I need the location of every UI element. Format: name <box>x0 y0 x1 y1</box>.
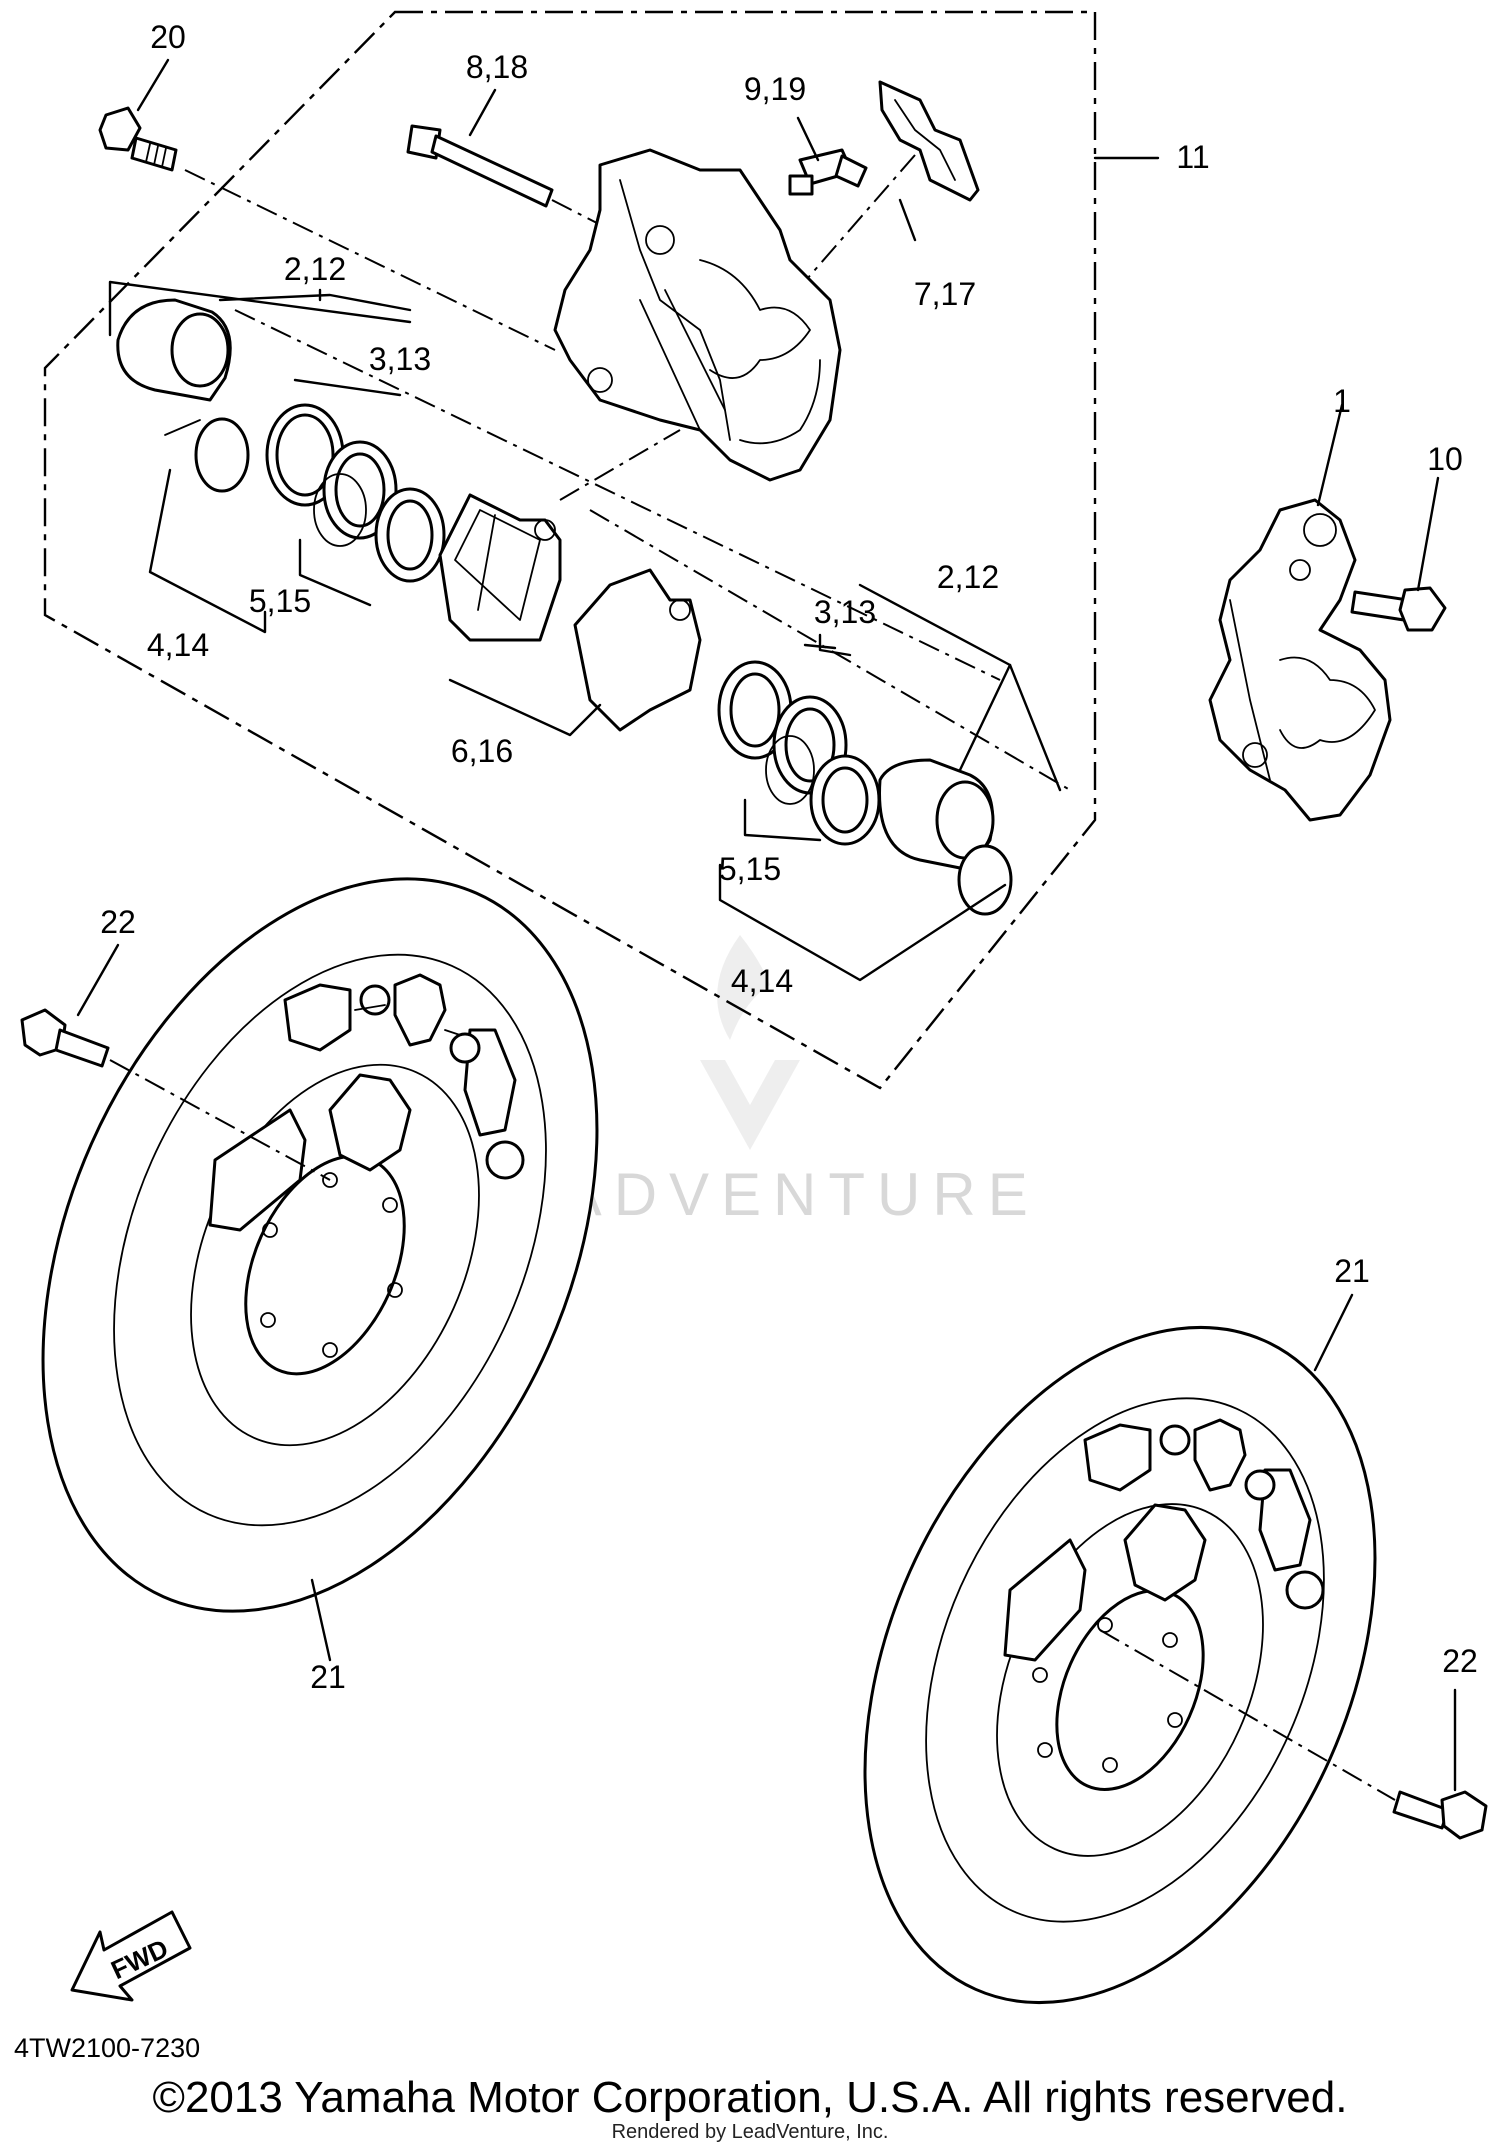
fwd-arrow-icon: FWD <box>70 1910 192 2002</box>
bolt-22-left <box>20 1008 331 1181</box>
label-22-left: 22 <box>100 904 136 940</box>
bolt-10 <box>1350 586 1447 632</box>
label-3-13-right: 3,13 <box>814 594 876 630</box>
label-1: 1 <box>1333 383 1351 419</box>
leadventure-logo-icon <box>700 935 800 1150</box>
label-3-13-left: 3,13 <box>369 341 431 377</box>
label-6-16: 6,16 <box>451 733 513 769</box>
rendered-by-text: Rendered by LeadVenture, Inc. <box>612 2121 889 2143</box>
piston-left-2-12 <box>116 298 250 493</box>
label-7-17: 7,17 <box>914 276 976 312</box>
label-20: 20 <box>150 19 186 55</box>
brake-disc-left-21 <box>41 877 599 1613</box>
diagram-code: 4TW2100-7230 <box>14 2033 200 2063</box>
label-9-19: 9,19 <box>744 71 806 107</box>
seals-right-3-13 <box>717 660 881 846</box>
label-2-12-right: 2,12 <box>937 559 999 595</box>
label-5-15-right: 5,15 <box>719 851 781 887</box>
piston-right-2-12 <box>878 758 1013 916</box>
brake-disc-right-21 <box>863 1325 1377 2005</box>
label-11: 11 <box>1176 139 1209 175</box>
bolt-22-right <box>1099 1629 1488 1840</box>
label-5-15-left: 5,15 <box>249 583 311 619</box>
assembly-boundary <box>43 10 1097 1090</box>
label-2-12-left: 2,12 <box>284 251 346 287</box>
label-22-right: 22 <box>1442 1643 1478 1679</box>
label-8-18: 8,18 <box>466 49 528 85</box>
copyright-text: ©2013 Yamaha Motor Corporation, U.S.A. A… <box>153 2073 1348 2122</box>
caliper-1 <box>1208 498 1392 822</box>
bleed-screw-9-19 <box>788 148 868 196</box>
label-21-left: 21 <box>310 1659 346 1695</box>
caliper-body <box>553 148 842 482</box>
brake-pad-b <box>573 568 702 732</box>
slide-pin-8-18 <box>406 124 641 246</box>
bolt-20 <box>98 106 556 351</box>
label-4-14-left: 4,14 <box>147 627 209 663</box>
brake-pad-a <box>438 493 562 642</box>
label-10: 10 <box>1427 441 1463 477</box>
label-21-right: 21 <box>1334 1253 1370 1289</box>
seals-left-3-13 <box>265 403 446 583</box>
label-4-14-right: 4,14 <box>731 963 793 999</box>
